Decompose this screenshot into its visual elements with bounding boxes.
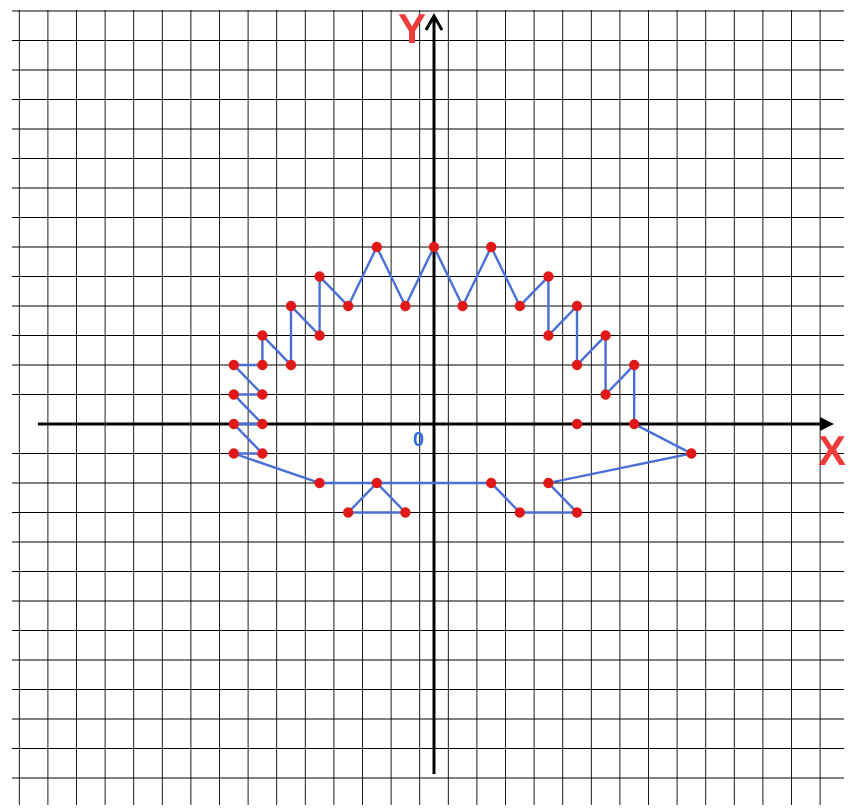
outline-point — [686, 448, 697, 459]
outline-point — [314, 271, 325, 282]
outline-segment — [575, 334, 607, 367]
outline-segment — [261, 334, 293, 367]
outline-point — [257, 389, 268, 400]
outline-point — [571, 359, 583, 371]
outline-segment — [518, 275, 550, 308]
outline-segment — [547, 452, 693, 485]
outline-segment — [490, 245, 521, 308]
outline-point — [257, 448, 268, 459]
outline-point — [228, 448, 239, 459]
outline-point — [257, 359, 268, 371]
outline-point — [571, 418, 583, 430]
outline-point — [314, 330, 325, 341]
outline-segment — [375, 481, 407, 514]
outline-segment — [289, 304, 321, 337]
outline-point — [285, 359, 297, 371]
outline-segment — [404, 245, 436, 308]
outline-point — [400, 507, 411, 518]
outline-point — [343, 507, 354, 518]
y-axis-arrow — [424, 12, 444, 31]
hedgehog-outline — [232, 245, 693, 514]
outline-segment — [347, 481, 378, 514]
outline-point — [571, 507, 583, 518]
axes — [38, 12, 834, 774]
outline-segment — [347, 245, 378, 308]
outline-segment — [375, 245, 407, 308]
outline-point — [486, 477, 497, 489]
outline-point — [600, 389, 611, 400]
outline-segment — [232, 452, 321, 485]
outline-segment — [232, 363, 264, 396]
outline-segment — [604, 363, 636, 396]
outline-point — [371, 241, 382, 253]
outline-point — [314, 477, 325, 489]
outline-point — [371, 477, 382, 489]
outline-point — [629, 359, 640, 371]
outline-point — [228, 359, 239, 371]
outline-point — [629, 418, 640, 430]
outline-segment — [232, 393, 264, 426]
outline-point — [600, 330, 611, 341]
x-axis-arrow — [820, 417, 834, 431]
outline-segment — [547, 304, 579, 337]
outline-point — [514, 300, 525, 312]
outline-segment — [432, 245, 464, 308]
outline-segment — [547, 481, 579, 514]
grid — [12, 10, 844, 805]
outline-point — [486, 241, 497, 253]
outline-segment — [490, 481, 521, 514]
outline-segment — [232, 422, 264, 455]
outline-point — [514, 507, 525, 518]
outline-segment — [633, 422, 693, 455]
y-axis-label: Y — [398, 5, 427, 52]
outline-point — [400, 300, 411, 312]
origin-label: 0 — [413, 429, 425, 451]
outline-point — [257, 330, 268, 341]
outline-segment — [461, 245, 493, 308]
outline-point — [343, 300, 354, 312]
outline-point — [543, 477, 554, 489]
outline-point — [571, 300, 583, 312]
outline-point — [285, 300, 297, 312]
outline-point — [428, 241, 440, 253]
outline-points — [228, 241, 697, 518]
outline-point — [228, 389, 239, 400]
outline-segment — [318, 275, 350, 308]
outline-point — [457, 300, 468, 312]
outline-point — [228, 418, 239, 430]
outline-point — [543, 271, 554, 282]
x-axis-label: X — [818, 427, 847, 474]
outline-point — [543, 330, 554, 341]
outline-point — [257, 418, 268, 430]
